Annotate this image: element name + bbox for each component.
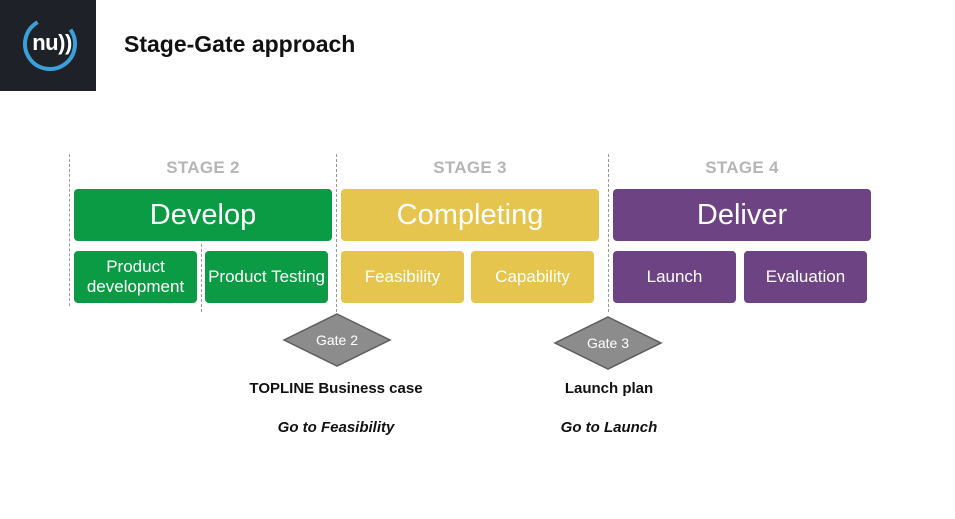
stage-3-completing: Completing bbox=[341, 189, 599, 241]
stage-4-deliver: Deliver bbox=[613, 189, 871, 241]
stage-divider-gate-3 bbox=[608, 154, 609, 312]
stage-2-develop: Develop bbox=[74, 189, 332, 241]
logo-ring-icon bbox=[23, 17, 77, 71]
gate-3-diamond-icon bbox=[553, 316, 663, 370]
gate-2-label: Gate 2 bbox=[315, 332, 359, 348]
substep-product-development: Product development bbox=[74, 251, 197, 303]
stage-4-label: STAGE 4 bbox=[705, 158, 779, 177]
stage-divider-gate-2 bbox=[336, 154, 337, 312]
page-title: Stage-Gate approach bbox=[124, 31, 356, 57]
gate-3-label: Gate 3 bbox=[586, 335, 630, 351]
stage-divider-left bbox=[69, 154, 70, 306]
stage-2-label: STAGE 2 bbox=[166, 158, 240, 177]
gate-3-deliverable: Launch plan bbox=[564, 380, 654, 397]
logo-text: nu)) bbox=[32, 30, 72, 55]
gate-2-decision: Go to Feasibility bbox=[277, 419, 395, 436]
substep-evaluation: Evaluation bbox=[744, 251, 867, 303]
gate-3-decision: Go to Launch bbox=[560, 419, 658, 436]
substep-feasibility: Feasibility bbox=[341, 251, 464, 303]
substep-product-testing: Product Testing bbox=[205, 251, 328, 303]
logo: nu)) bbox=[0, 0, 96, 91]
substep-capability: Capability bbox=[471, 251, 594, 303]
gate-2-diamond-icon bbox=[282, 313, 392, 367]
substep-divider bbox=[201, 244, 202, 312]
substep-launch: Launch bbox=[613, 251, 736, 303]
gate-2-deliverable: TOPLINE Business case bbox=[249, 380, 423, 397]
stage-3-label: STAGE 3 bbox=[433, 158, 507, 177]
